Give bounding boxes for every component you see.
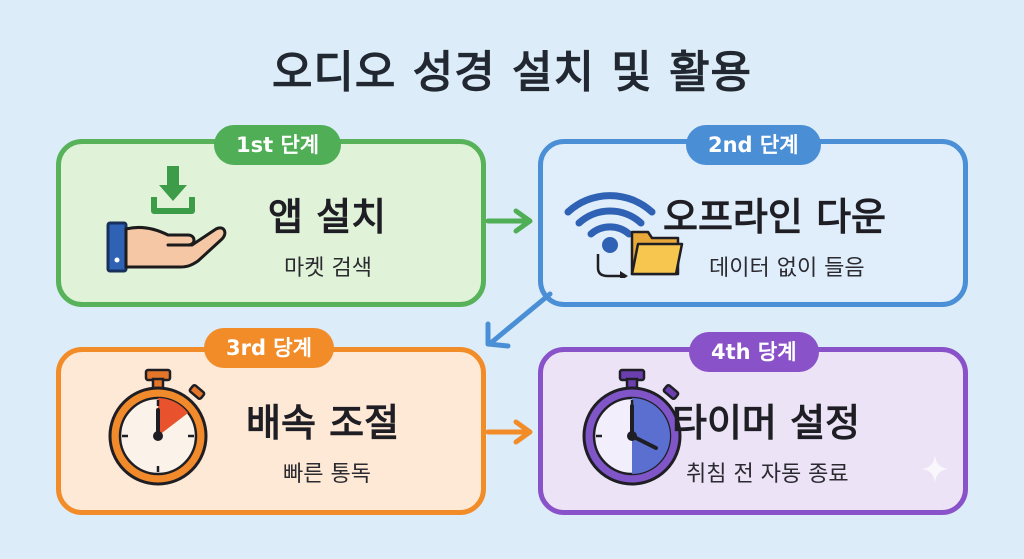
step-heading-4: 타이머 설정 (672, 401, 861, 445)
arrow-step2-to-step3 (485, 291, 553, 349)
arrow-step3-to-step4 (486, 419, 533, 445)
step-card-4 (538, 347, 968, 515)
stopwatch-timer-icon (582, 368, 682, 486)
page-title: 오디오 성경 설치 및 활용 (271, 47, 753, 98)
step-sub-1: 마켓 검색 (284, 256, 372, 281)
step-sub-3: 빠른 통독 (283, 462, 371, 487)
step-heading-3: 배속 조절 (246, 401, 400, 445)
step-sub-2: 데이터 없이 들음 (709, 256, 865, 281)
step-badge-3: 3rd 당계 (204, 328, 334, 368)
download-hand-icon (106, 166, 227, 273)
step-badge-2: 2nd 단계 (686, 125, 821, 165)
step-sub-4: 취침 전 자동 종료 (686, 462, 849, 487)
wifi-folder-icon (564, 192, 684, 278)
step-heading-2: 오프라인 다운 (663, 195, 886, 239)
stopwatch-icon (108, 368, 208, 486)
step-heading-1: 앱 설치 (268, 195, 387, 239)
step-badge-1: 1st 단계 (214, 125, 342, 165)
step-badge-4: 4th 당계 (689, 332, 819, 372)
sparkle-icon (921, 455, 949, 483)
step-card-2 (538, 139, 968, 307)
arrow-step1-to-step2 (486, 208, 533, 234)
